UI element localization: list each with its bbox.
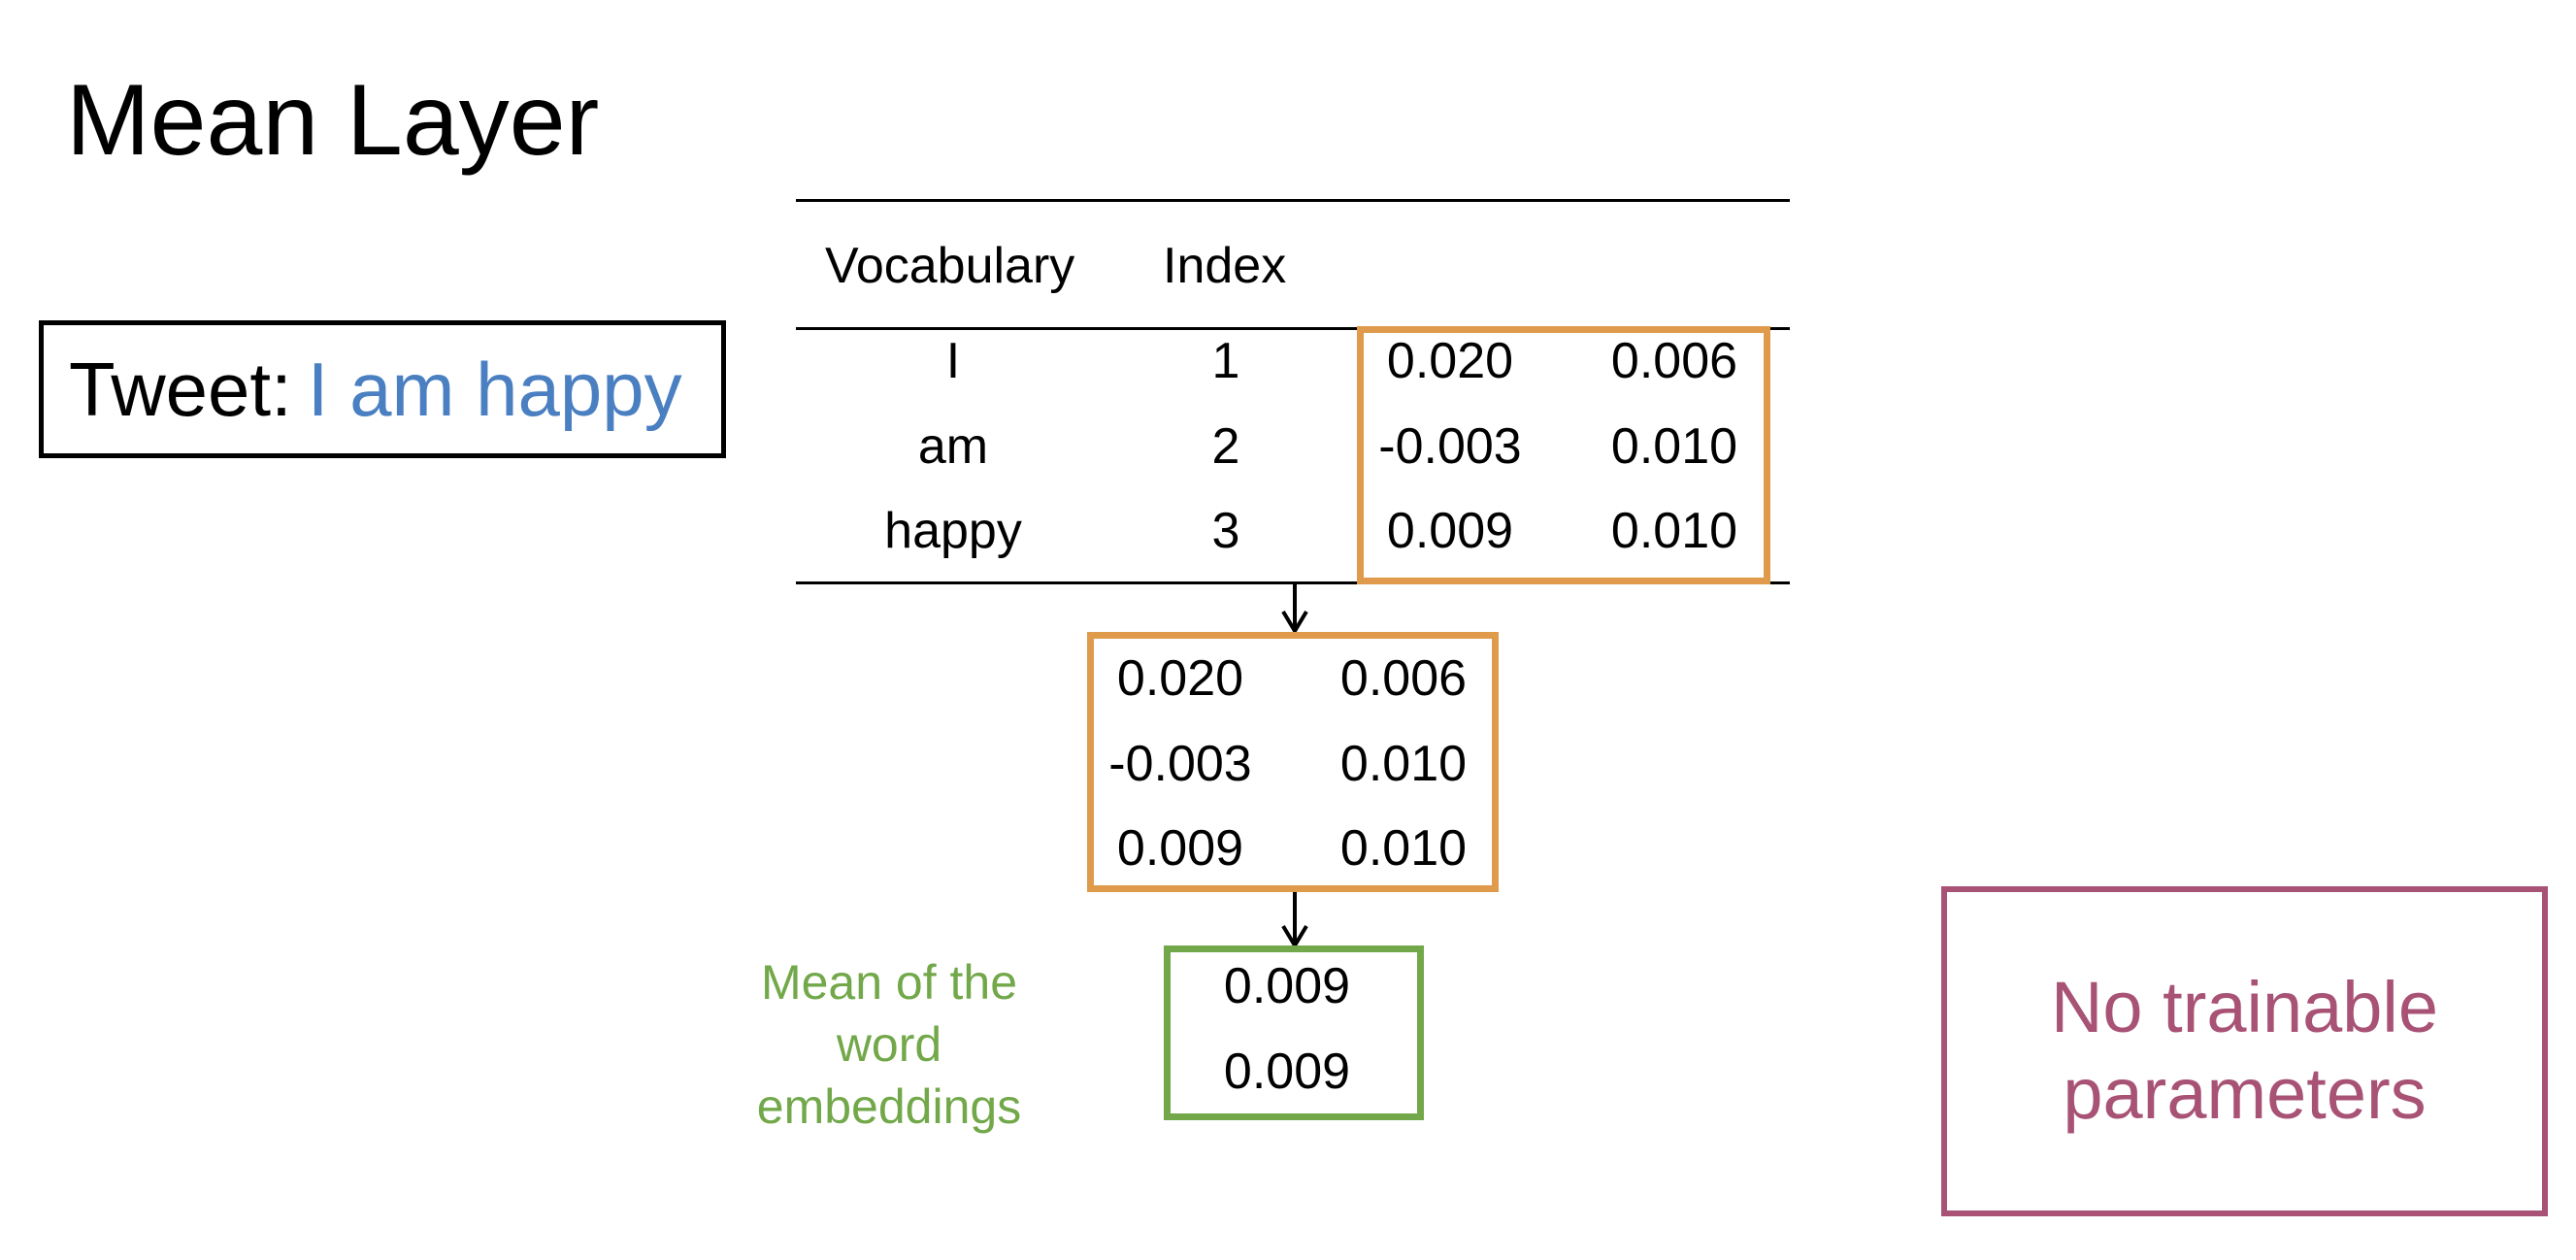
table-word-cell: am [917,418,989,475]
embedding-value: 0.009 [1386,503,1514,559]
arrow-down-icon [1281,891,1308,949]
mean-label: Mean of the word embeddings [756,955,1022,1134]
embedding-value: 0.006 [1610,333,1738,389]
tweet-text: I am happy [307,346,682,432]
embedding-value: 0.020 [1386,333,1514,389]
selected-embedding-value: 0.020 [1116,650,1244,707]
mean-value: 0.009 [1223,958,1351,1014]
embedding-value: -0.003 [1378,418,1522,475]
tweet-prefix: Tweet: [69,346,292,432]
embedding-matrix-highlight [1357,326,1770,584]
header-index: Index [1163,238,1287,294]
selected-embedding-value: 0.006 [1339,650,1468,707]
table-top-rule [796,199,1790,202]
table-word-cell: happy [884,503,1022,559]
table-word-cell: I [945,333,961,389]
mean-vector-box [1164,945,1424,1120]
mean-value: 0.009 [1223,1044,1351,1100]
table-bottom-rule [796,581,1790,584]
table-header-rule [796,327,1790,330]
page-title: Mean Layer [66,64,600,177]
table-index-cell: 3 [1211,503,1240,559]
embedding-value: 0.010 [1610,418,1738,475]
embedding-value: 0.010 [1610,503,1738,559]
selected-embedding-value: -0.003 [1108,736,1252,792]
table-index-cell: 2 [1211,418,1240,475]
arrow-down-icon [1281,583,1308,635]
selected-embeddings-box [1087,632,1499,892]
table-index-cell: 1 [1211,333,1240,389]
selected-embedding-value: 0.010 [1339,820,1468,877]
selected-embedding-value: 0.010 [1339,736,1468,792]
no-trainable-parameters-note: No trainable parameters [1941,886,2548,1216]
tweet-box: Tweet: I am happy [39,320,726,458]
header-vocabulary: Vocabulary [825,238,1075,294]
selected-embedding-value: 0.009 [1116,820,1244,877]
